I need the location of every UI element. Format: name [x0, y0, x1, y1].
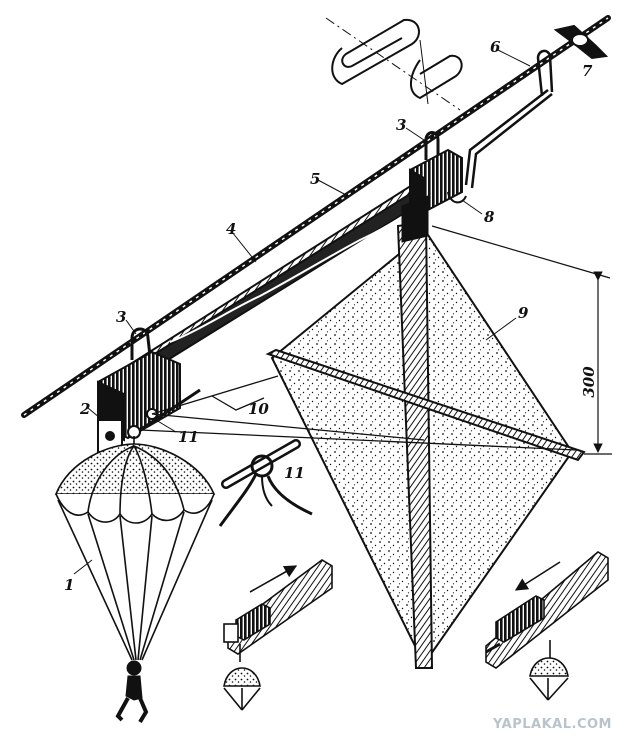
label-11-main: 11 — [178, 428, 199, 446]
label-6: 6 — [490, 38, 501, 56]
small-slider-left — [223, 559, 333, 711]
threaded-rod — [21, 15, 611, 418]
wire-bracket — [464, 49, 554, 189]
label-5: 5 — [310, 170, 320, 188]
label-7: 7 — [582, 62, 593, 80]
kite — [265, 195, 586, 669]
label-2: 2 — [79, 400, 90, 418]
label-10: 10 — [248, 400, 269, 418]
label-1: 1 — [64, 576, 74, 594]
ring-detail — [218, 439, 313, 527]
label-3-right: 3 — [396, 116, 406, 134]
dimension-line — [431, 225, 612, 455]
label-3-left: 3 — [116, 308, 126, 326]
dimension-label: 300 — [580, 366, 598, 398]
bridle-lines — [139, 375, 577, 451]
label-8: 8 — [484, 208, 495, 226]
label-9: 9 — [518, 304, 529, 322]
kite-cross-spar — [265, 348, 586, 462]
parachutist-figure — [115, 660, 149, 724]
watermark: YAPLAKAL.COM — [492, 717, 612, 732]
label-11-detail: 11 — [284, 464, 305, 482]
parachute — [54, 436, 216, 661]
left-slider-block — [97, 327, 201, 453]
paperclip-illustration — [325, 17, 463, 111]
small-slider-right — [485, 551, 609, 701]
wing-screw — [553, 24, 609, 60]
leader-lines — [73, 49, 531, 575]
label-4: 4 — [226, 220, 236, 238]
